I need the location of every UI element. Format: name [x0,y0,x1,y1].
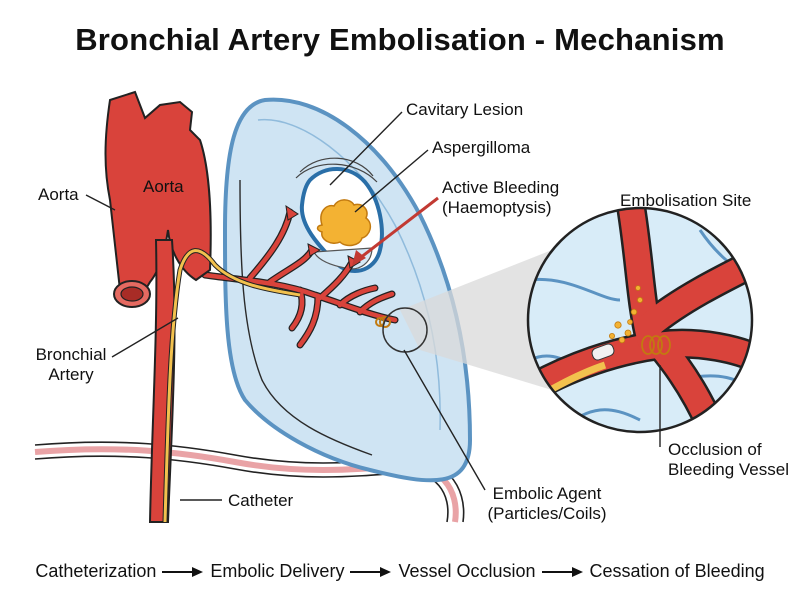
label-bronchial-artery-line1: Bronchial [35,345,107,364]
label-aorta-left: Aorta [38,185,79,204]
label-active-bleeding-line2: (Haemoptysis) [442,198,552,217]
label-occlusion-line2: Bleeding Vessel [668,460,789,479]
label-active-bleeding: Active Bleeding (Haemoptysis) [442,178,559,218]
flow-step-vessel-occlusion: Vessel Occlusion [398,561,536,581]
aspergilloma [316,199,372,247]
lung [222,97,473,483]
page-title: Bronchial Artery Embolisation - Mechanis… [75,22,725,57]
label-aorta-vessel: Aorta [143,177,184,196]
flow-step-cessation: Cessation of Bleeding [589,561,765,581]
bronchial-artery-branches [201,204,399,349]
flow-step-embolic-delivery: Embolic Delivery [210,561,345,581]
flow-step-catheterization: Catheterization [35,561,157,581]
label-cavitary-lesion: Cavitary Lesion [406,100,524,119]
label-embolisation-site: Embolisation Site [620,191,752,210]
active-bleeding-arrow [352,196,439,266]
flow-arrow-icon [162,566,204,577]
embolisation-site-zoom [526,206,754,434]
label-embolic-agent: Embolic Agent (Particles/Coils) [472,484,622,524]
label-aspergilloma: Aspergilloma [432,138,531,157]
label-embolic-agent-line1: Embolic Agent [492,484,602,503]
catheter [162,248,301,523]
label-bronchial-artery-line2: Artery [48,365,94,384]
flow-arrow-icon [350,566,392,577]
leader-lines [85,111,661,501]
label-embolic-agent-line2: (Particles/Coils) [487,504,607,523]
label-active-bleeding-line1: Active Bleeding [442,178,560,197]
process-flow: Catheterization Embolic Delivery Vessel … [0,561,800,582]
label-bronchial-artery: Bronchial Artery [28,345,114,385]
label-catheter: Catheter [228,491,294,510]
flow-arrow-icon [541,566,583,577]
label-occlusion: Occlusion of Bleeding Vessel [668,440,789,480]
label-occlusion-line1: Occlusion of [668,440,762,459]
